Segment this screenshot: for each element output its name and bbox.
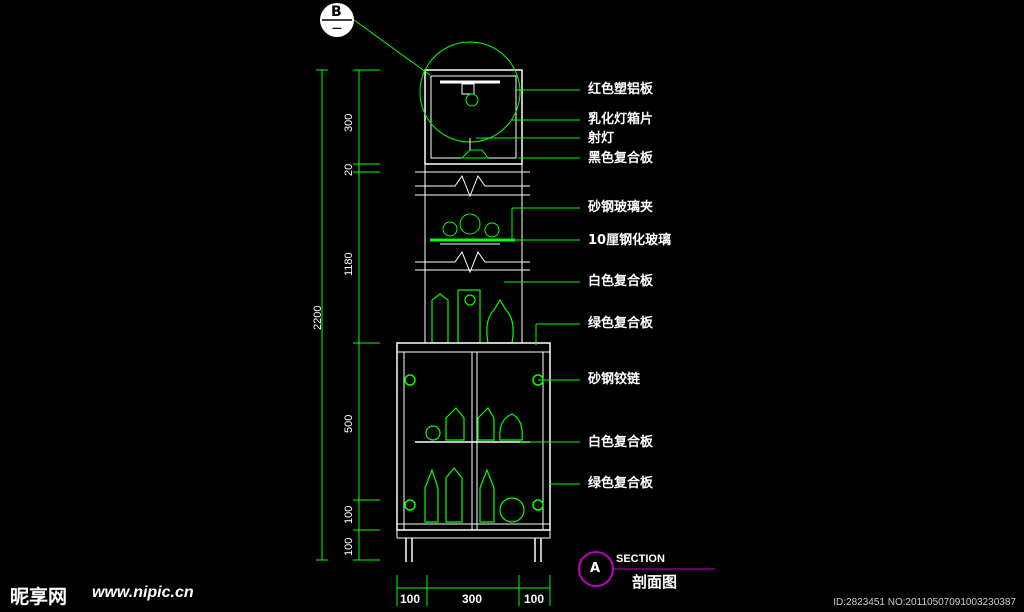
- detail-marker-b: [320, 3, 431, 76]
- display-bottles-top: [431, 289, 514, 344]
- dim-center-width: 300: [462, 592, 483, 606]
- dim-bottom-shelf: 100: [343, 505, 355, 524]
- column-break: [415, 164, 530, 343]
- section-marker-a: [578, 551, 715, 587]
- section-marker-letter: A: [590, 561, 601, 576]
- section-title: 剖面图: [632, 573, 678, 591]
- dim-right-width: 100: [524, 592, 545, 606]
- watermark-id: ID:2823451 NO:20110507091003230387: [833, 597, 1016, 608]
- label-emulsion-lightbox-sheet: 乳化灯箱片: [588, 112, 654, 127]
- display-bottles-cabinet: [424, 407, 525, 523]
- section-tag: SECTION: [616, 553, 665, 565]
- dim-board-thickness: 20: [343, 163, 355, 176]
- label-steel-glass-clip: 砂钢玻璃夹: [588, 200, 654, 215]
- lower-cabinet: [396, 342, 551, 562]
- dim-lightbox-height: 300: [343, 113, 355, 132]
- dim-cabinet-height: 500: [343, 414, 355, 433]
- label-tempered-glass: 10厘钢化玻璃: [588, 233, 672, 248]
- dim-column-height: 1180: [343, 252, 355, 276]
- leader-lines: [476, 89, 580, 485]
- dimension-lines: [316, 69, 551, 606]
- label-black-composite-board: 黑色复合板: [588, 151, 654, 166]
- label-white-composite-board-shelf: 白色复合板: [588, 435, 654, 450]
- label-green-composite-board-side: 绿色复合板: [588, 476, 654, 491]
- dim-leg-height: 100: [343, 537, 355, 556]
- label-green-composite-board-top: 绿色复合板: [588, 316, 654, 331]
- label-spotlight: 射灯: [588, 131, 615, 146]
- detail-marker-letter: B: [331, 4, 342, 20]
- light-box: [419, 41, 523, 165]
- label-white-composite-board-top: 白色复合板: [588, 274, 654, 289]
- detail-marker-sheet: —: [332, 23, 342, 34]
- watermark-url: www.nipic.cn: [92, 584, 194, 601]
- watermark-site-name: 昵享网: [10, 586, 68, 608]
- dim-total-height: 2200: [312, 305, 324, 330]
- label-red-aluminum-panel: 红色塑铝板: [588, 82, 654, 97]
- label-steel-hinge: 砂钢铰链: [588, 372, 641, 387]
- dim-left-width: 100: [400, 592, 421, 606]
